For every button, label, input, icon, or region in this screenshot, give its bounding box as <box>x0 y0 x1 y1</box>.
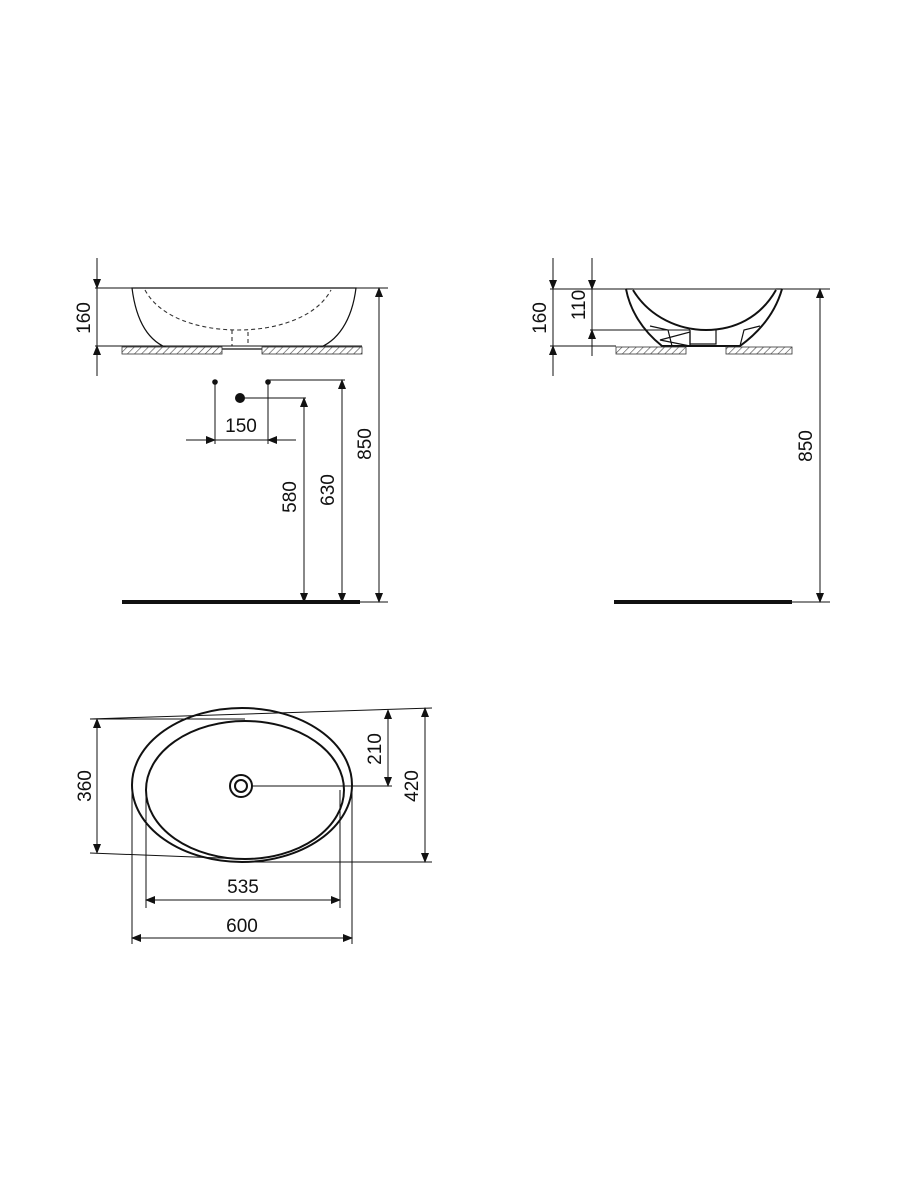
side-basin-height-label: 160 <box>530 302 551 334</box>
top-waste-outer <box>229 774 253 798</box>
waste-height-label: 580 <box>280 481 301 513</box>
side-bowl-depth-label: 110 <box>569 290 590 320</box>
top-waste-offset-label: 210 <box>365 733 386 765</box>
side-basin-inner <box>632 289 777 332</box>
tap-height-label: 630 <box>318 474 339 506</box>
side-waste-outlet <box>689 330 717 345</box>
front-waste-outlet <box>231 330 249 347</box>
tap-right-dot <box>265 379 271 385</box>
top-waste-inner <box>234 779 248 793</box>
side-drain-wedge <box>659 331 691 347</box>
front-countertop-right <box>261 346 363 355</box>
side-basin-outer <box>625 288 783 347</box>
front-inner-bowl <box>144 289 332 331</box>
front-basin-outline <box>131 287 357 350</box>
top-inner-bottom-extension <box>89 852 246 860</box>
side-rim-height-label: 850 <box>796 430 817 462</box>
top-outer-depth-label: 420 <box>402 770 423 802</box>
top-outer-top-extension <box>89 707 433 720</box>
top-outer-rim <box>131 707 353 863</box>
front-view: 160 150 580 630 850 <box>74 258 388 604</box>
tap-left-dot <box>212 379 218 385</box>
side-support-right <box>739 325 761 347</box>
front-countertop-left <box>121 346 223 355</box>
side-view: 160 110 850 <box>530 258 830 604</box>
top-inner-depth-label: 360 <box>75 770 96 802</box>
front-basin-height-label: 160 <box>74 302 95 334</box>
top-inner-width-label: 535 <box>227 877 259 898</box>
side-support-left <box>649 325 673 347</box>
top-view: 360 210 420 535 600 <box>75 707 433 944</box>
front-rim-height-label: 850 <box>355 428 376 460</box>
tap-spacing-label: 150 <box>225 416 257 437</box>
top-outer-width-label: 600 <box>226 916 258 937</box>
side-countertop-left <box>615 346 687 355</box>
side-countertop-right <box>725 346 793 355</box>
